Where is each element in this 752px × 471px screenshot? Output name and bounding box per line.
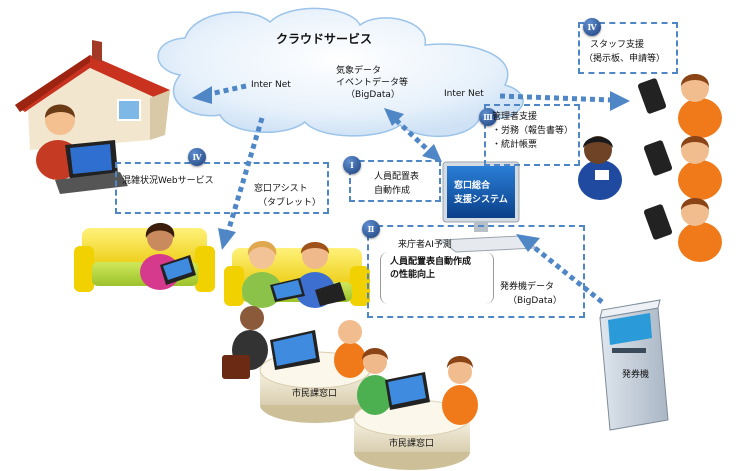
- arrow-kiosk-to-system-head: [516, 234, 540, 252]
- home-user-figure: [36, 104, 128, 194]
- counter-desk-2: [353, 399, 471, 470]
- badge-ii-ai: Ⅱ: [362, 220, 380, 238]
- system-line1: 窓口総合: [454, 181, 491, 191]
- cloud-title: クラウドサービス: [276, 32, 373, 46]
- arrow-cloud-to-tablet-head: [218, 228, 236, 250]
- ai-bracket: [380, 252, 494, 304]
- manager-support-box: [484, 104, 580, 166]
- staff-support-detail: （掲示板、申請等）: [584, 54, 666, 64]
- manager-figure: [578, 136, 622, 200]
- arrow-cloud-system-head-up: [384, 108, 404, 126]
- cloud-bigdata: （BigData）: [346, 90, 400, 100]
- badge-iv-staff: Ⅳ: [583, 18, 601, 36]
- arrow-kiosk-to-system: [528, 242, 604, 304]
- cloud-weather-data: 気象データ: [336, 66, 382, 76]
- ai-line1: 人員配置表自動作成: [390, 257, 472, 267]
- staffing-line2: 自動作成: [374, 186, 411, 196]
- congestion-web-box: [115, 162, 329, 214]
- ticket-machine-label: 発券機: [622, 370, 650, 380]
- counter-people: [222, 306, 478, 425]
- system-line2: 支援システム: [454, 195, 508, 205]
- cloud-event-data: イベントデータ等: [336, 78, 409, 88]
- manager-support-item-labor: ・労務（報告書等）: [492, 126, 574, 136]
- ai-ticket-data: 発券機データ: [500, 282, 555, 292]
- ticket-machine-illustration: [599, 299, 669, 431]
- cloud-internet-right: Inter Net: [444, 89, 484, 99]
- arrow-cloud-to-home-head: [192, 86, 212, 104]
- ai-ticket-bigdata: （BigData）: [508, 296, 562, 306]
- ai-prediction-box: [367, 225, 585, 318]
- badge-i-staffing: Ⅰ: [343, 156, 361, 174]
- counter-label-1: 市民課窓口: [292, 389, 338, 399]
- badge-iii-manager: Ⅲ: [479, 108, 497, 126]
- cloud-internet-left: Inter Net: [251, 80, 291, 90]
- arrow-cloud-to-staff-head: [610, 91, 630, 111]
- congestion-web-label: 混雑状況Webサービス: [122, 176, 214, 186]
- ai-title: 来庁者AI予測: [398, 240, 452, 250]
- arrow-cloud-system-head-down: [422, 144, 442, 162]
- staffing-line1: 人員配置表: [374, 172, 420, 182]
- arrow-cloud-system: [394, 118, 432, 154]
- ai-line2: の性能向上: [390, 270, 436, 280]
- window-assist-label: 窓口アシスト: [254, 184, 308, 194]
- cloud-shape: [157, 7, 524, 138]
- house-illustration: [15, 40, 170, 150]
- arrow-cloud-to-staff: [499, 93, 613, 103]
- staff-support-title: スタッフ支援: [590, 40, 645, 50]
- badge-iv-congestion: Ⅳ: [188, 148, 206, 166]
- staffing-table-box: [349, 160, 441, 202]
- support-system-monitor: [438, 161, 538, 253]
- window-assist-detail: （タブレット）: [258, 198, 322, 208]
- arrow-cloud-to-home: [209, 83, 247, 97]
- manager-support-title: 管理者支援: [492, 112, 538, 122]
- staff-phone-figures: [637, 74, 722, 262]
- couple-tablet-figures: [242, 241, 346, 308]
- manager-support-item-stats: ・統計帳票: [492, 140, 538, 150]
- woman-tablet-figure: [140, 223, 196, 290]
- counter-label-2: 市民課窓口: [389, 439, 435, 449]
